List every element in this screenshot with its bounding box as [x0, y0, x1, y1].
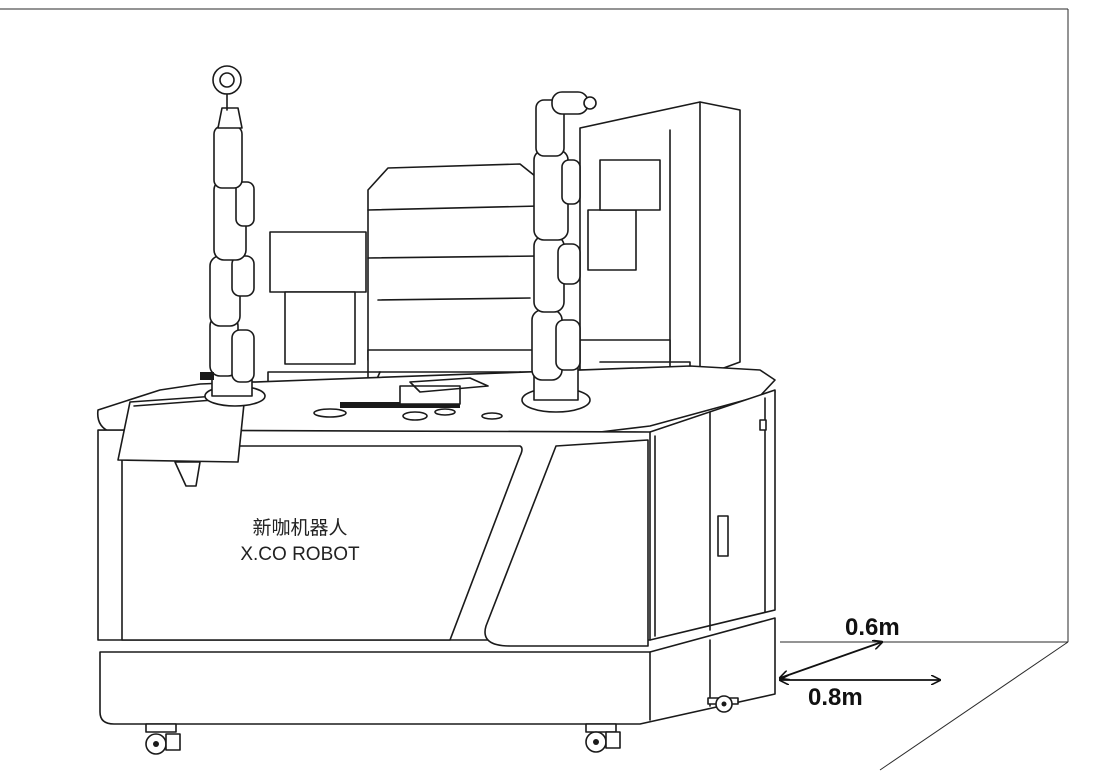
- rear-tower-unit: [579, 101, 741, 385]
- caster-left: [145, 723, 181, 755]
- room-corner: [0, 8, 1069, 771]
- cabinet-body: [97, 389, 776, 647]
- caster-right: [707, 695, 739, 713]
- floor-diagonal-line: [879, 641, 1069, 771]
- casters: [145, 695, 739, 755]
- brand-label: 新咖机器人 X.CO ROBOT: [220, 516, 380, 568]
- dimension-arrows: [780, 642, 940, 680]
- robot-arm-right: [521, 91, 597, 413]
- brand-name-cn: 新咖机器人: [252, 518, 348, 539]
- width-label: 0.8m: [808, 684, 863, 711]
- caster-center: [585, 723, 621, 753]
- touchscreen-panel: [117, 393, 246, 487]
- brewing-module: [267, 163, 541, 391]
- brand-name-en: X.CO ROBOT: [240, 544, 360, 565]
- base-plinth: [99, 617, 776, 725]
- robot-arm-left: [200, 65, 266, 407]
- depth-arrow: [780, 642, 882, 678]
- depth-label: 0.6m: [845, 614, 900, 641]
